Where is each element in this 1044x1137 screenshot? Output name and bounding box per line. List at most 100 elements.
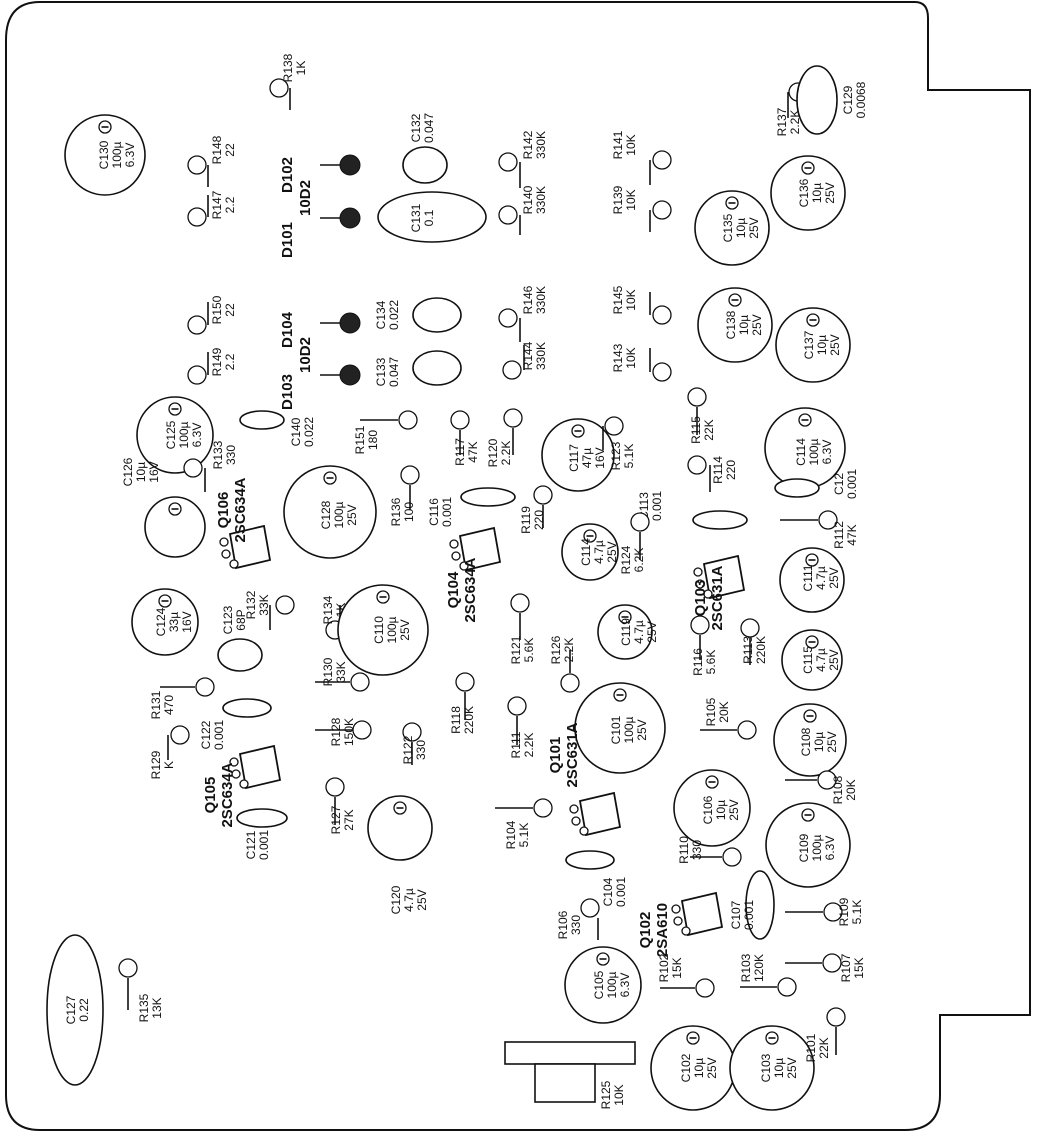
transistor-pin [231,769,241,779]
label-c106: C106 [701,795,715,824]
label-c105: C105 [592,970,606,999]
solder-pad [722,847,742,867]
board-outline [5,0,1031,1131]
label-r104: R104 [504,820,518,849]
rating-c106: 25V [727,799,741,820]
label-r138: R138 [281,53,295,82]
value-r151: 180 [366,430,380,450]
rating-c125: 6.3V [190,423,204,448]
solder-pad [533,485,553,505]
solder-pad [398,410,418,430]
value-r115: 22K [702,419,716,440]
label-r101: R101 [804,1033,818,1062]
solder-pad [170,725,190,745]
rating-c135: 25V [747,217,761,238]
solder-pad [183,458,203,478]
transistor-pin [229,757,239,767]
value-c108: 10µ [812,732,826,752]
value-r101: 22K [817,1037,831,1058]
label-r119: R119 [519,506,533,534]
electrolytic-capacitor [367,795,433,861]
rating-c117: 16V [593,447,607,468]
value-r136: 100 [402,502,416,522]
label-r121: R121 [509,635,523,664]
value-c125: 100µ [177,421,191,448]
value-c135: 10µ [734,218,748,238]
value-q101: 2SC631A [564,722,581,787]
transistor-pin [221,549,231,559]
label-r123: R123 [609,441,623,470]
film-capacitor [239,410,285,430]
label-d2: 10D2 [297,337,314,373]
value-r116: 5.6K [704,650,718,675]
value-r139: 10K [624,189,638,210]
film-capacitor [377,191,487,243]
solder-pad [652,305,672,325]
value-r141: 10K [624,134,638,155]
value-r126: 2.2K [562,638,576,663]
label-c109: C109 [797,833,811,862]
transistor-pin [693,567,703,577]
label-q102: Q102 [637,912,654,949]
value-r118: 220K [462,706,476,734]
value-r148: 22 [223,143,237,157]
value-r144: 330K [534,342,548,370]
label-c101: C101 [609,715,623,744]
label-r133: R133 [211,440,225,469]
value-r131: 470 [162,695,176,715]
label-c117: C117 [567,444,581,472]
label-r134: R134 [321,595,335,624]
rating-c114b: 6.3V [820,440,834,465]
label-r111: R111 [509,731,523,758]
label-r147: R147 [210,190,224,219]
rating-c120: 25V [415,889,429,910]
value-r130: 33K [334,661,348,682]
value-r125: 10K [612,1084,626,1105]
label-c121: C121 [244,830,258,859]
solder-pad [455,672,475,692]
electrolytic-capacitor [781,629,843,691]
value-c113: 0.001 [650,491,664,521]
electrolytic-capacitor [136,396,214,474]
value-r117: 47K [466,441,480,462]
label-c130: C130 [97,140,111,169]
value-c133: 0.047 [387,357,401,387]
label-c131: C131 [409,203,423,232]
solder-pad [350,672,370,692]
film-capacitor [796,65,838,135]
label-r122: R122 [401,735,415,764]
value-c103: 10µ [772,1058,786,1078]
electrolytic-capacitor [779,547,845,613]
solder-pad [652,200,672,220]
label-c108: C108 [799,727,813,756]
value-c110: 100µ [385,616,399,643]
value-r123: 5.1K [622,444,636,469]
value-c101: 100µ [622,716,636,743]
transistor-pin [671,904,681,914]
